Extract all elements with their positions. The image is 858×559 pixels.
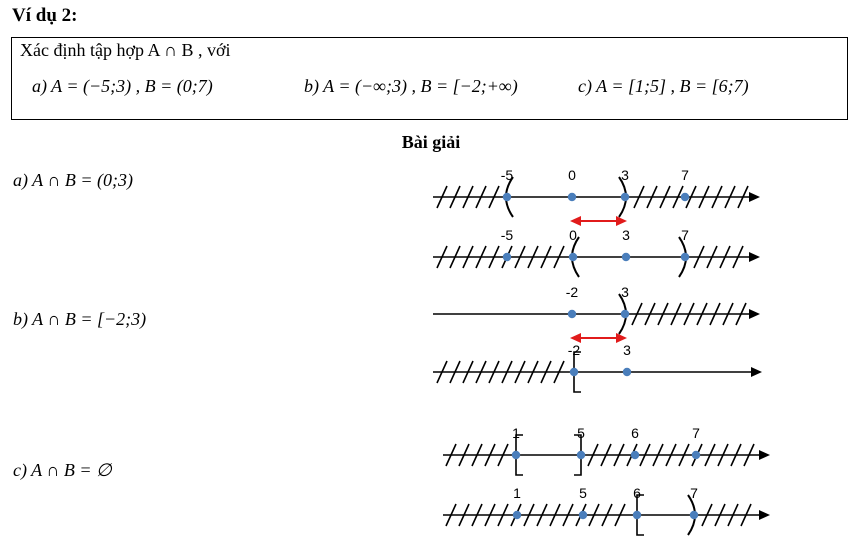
number-label-0-3: 7 bbox=[681, 167, 689, 183]
number-label-4-0: 1 bbox=[512, 425, 520, 441]
axis-arrowhead-4 bbox=[759, 450, 770, 460]
intersection-arrowhead-right-2 bbox=[616, 333, 627, 343]
axis-arrowhead-0 bbox=[749, 192, 760, 202]
number-point-5-3 bbox=[689, 510, 699, 520]
number-label-1-2: 3 bbox=[622, 227, 630, 243]
answer-a: a) A ∩ B = (0;3) bbox=[13, 170, 133, 190]
number-point-4-0 bbox=[511, 450, 521, 460]
axis-arrowhead-3 bbox=[751, 367, 762, 377]
number-point-3-0 bbox=[569, 367, 579, 377]
number-label-3-0: -2 bbox=[568, 342, 581, 358]
number-point-1-0 bbox=[502, 252, 512, 262]
intersection-arrowhead-left-0 bbox=[570, 216, 581, 226]
number-label-1-1: 0 bbox=[569, 227, 577, 243]
axis-arrowhead-2 bbox=[749, 309, 760, 319]
number-point-4-3 bbox=[691, 450, 701, 460]
number-point-5-2 bbox=[632, 510, 642, 520]
number-label-4-1: 5 bbox=[577, 425, 585, 441]
number-label-2-1: 3 bbox=[621, 284, 629, 300]
number-label-0-1: 0 bbox=[568, 167, 576, 183]
problem-statement: Xác định tập hợp A ∩ B , với bbox=[20, 40, 231, 60]
problem-part-a: a) A = (−5;3) , B = (0;7) bbox=[32, 76, 213, 96]
number-point-4-1 bbox=[576, 450, 586, 460]
number-label-4-2: 6 bbox=[631, 425, 639, 441]
answer-c: c) A ∩ B = ∅ bbox=[13, 460, 112, 480]
number-point-5-1 bbox=[578, 510, 588, 520]
number-point-2-1 bbox=[620, 309, 630, 319]
number-point-0-1 bbox=[567, 192, 577, 202]
number-label-2-0: -2 bbox=[566, 284, 579, 300]
number-label-5-0: 1 bbox=[513, 485, 521, 501]
problem-box: Xác định tập hợp A ∩ B , với a) A = (−5;… bbox=[11, 37, 848, 120]
axis-arrowhead-5 bbox=[759, 510, 770, 520]
number-point-0-3 bbox=[680, 192, 690, 202]
number-label-0-0: -5 bbox=[501, 167, 514, 183]
number-point-0-2 bbox=[620, 192, 630, 202]
number-label-4-3: 7 bbox=[692, 425, 700, 441]
number-point-1-3 bbox=[680, 252, 690, 262]
intersection-arrowhead-right-0 bbox=[616, 216, 627, 226]
number-point-5-0 bbox=[512, 510, 522, 520]
problem-part-b: b) A = (−∞;3) , B = [−2;+∞) bbox=[304, 76, 518, 96]
number-point-2-0 bbox=[567, 309, 577, 319]
problem-part-c: c) A = [1;5] , B = [6;7) bbox=[578, 76, 749, 96]
axis-arrowhead-1 bbox=[749, 252, 760, 262]
number-label-5-2: 6 bbox=[633, 485, 641, 501]
number-point-1-2 bbox=[621, 252, 631, 262]
number-point-0-0 bbox=[502, 192, 512, 202]
number-point-3-1 bbox=[622, 367, 632, 377]
intersection-arrowhead-left-2 bbox=[570, 333, 581, 343]
solution-title: Bài giải bbox=[401, 132, 461, 152]
example-heading: Ví dụ 2: bbox=[12, 5, 78, 26]
number-point-1-1 bbox=[568, 252, 578, 262]
answer-b: b) A ∩ B = [−2;3) bbox=[13, 309, 147, 329]
number-label-1-3: 7 bbox=[681, 227, 689, 243]
number-label-5-1: 5 bbox=[579, 485, 587, 501]
number-label-5-3: 7 bbox=[690, 485, 698, 501]
number-point-4-2 bbox=[630, 450, 640, 460]
number-label-1-0: -5 bbox=[501, 227, 514, 243]
number-label-0-2: 3 bbox=[621, 167, 629, 183]
number-label-3-1: 3 bbox=[623, 342, 631, 358]
